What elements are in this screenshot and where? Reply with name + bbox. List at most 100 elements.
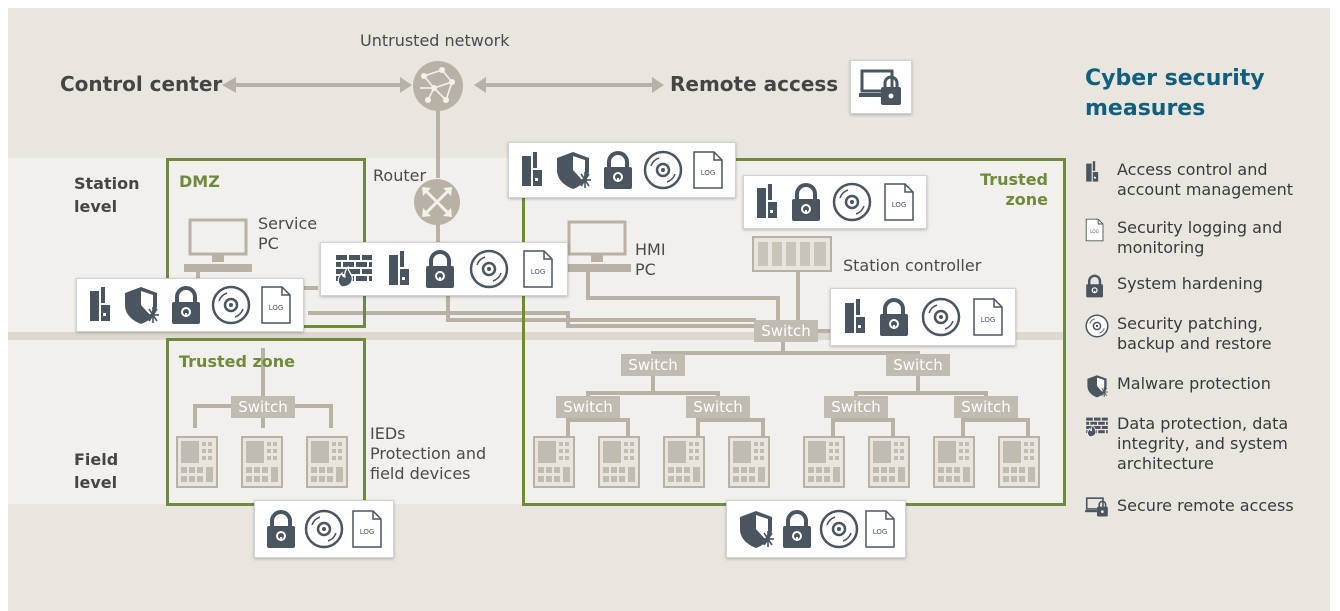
station-level-label: Station level bbox=[74, 174, 140, 216]
service-pc-label: Service PC bbox=[258, 214, 318, 253]
remote-access-icon bbox=[1085, 496, 1117, 518]
lock-icon bbox=[1085, 274, 1117, 298]
router-icon bbox=[413, 178, 461, 226]
shield-icon bbox=[1085, 374, 1117, 398]
legend-item-patching: Security patching, backup and restore bbox=[1085, 314, 1317, 354]
untrusted-network-label: Untrusted network bbox=[360, 31, 510, 50]
svg-text:LOG: LOG bbox=[1090, 229, 1099, 234]
switch-right-b2: Switch bbox=[954, 396, 1018, 418]
svg-text:LOG: LOG bbox=[891, 201, 906, 209]
ied-device-icon bbox=[176, 436, 218, 488]
ied-device-icon bbox=[728, 436, 770, 488]
lock-icon bbox=[424, 249, 456, 289]
ied-device-icon bbox=[868, 436, 910, 488]
untrusted-network-globe-icon bbox=[412, 60, 464, 112]
switch-right-a: Switch bbox=[621, 354, 685, 376]
log-icon: LOG bbox=[522, 249, 554, 289]
disc-icon bbox=[832, 182, 872, 222]
shield-icon bbox=[553, 150, 593, 190]
firewall-icon bbox=[334, 249, 374, 289]
service-pc-icon bbox=[182, 218, 254, 280]
legend-item-data-protection: Data protection, data integrity, and sys… bbox=[1085, 414, 1317, 474]
lock-icon bbox=[265, 509, 297, 549]
disc-icon bbox=[643, 150, 683, 190]
switch-right-a1: Switch bbox=[556, 396, 620, 418]
legend-text: System hardening bbox=[1117, 274, 1263, 293]
ied-device-icon bbox=[663, 436, 705, 488]
log-icon: LOG bbox=[692, 150, 724, 190]
shield-icon bbox=[121, 285, 161, 325]
log-icon: LOG bbox=[1085, 218, 1117, 242]
lock-icon bbox=[878, 297, 910, 337]
legend-title-line2: measures bbox=[1085, 96, 1206, 121]
switch-station: Switch bbox=[754, 320, 818, 342]
security-card-station-controller: LOG bbox=[743, 175, 927, 229]
lock-icon bbox=[790, 182, 822, 222]
access-control-icon bbox=[1085, 160, 1117, 184]
legend-text: Data protection, data integrity, and sys… bbox=[1117, 414, 1289, 473]
disc-icon bbox=[211, 285, 251, 325]
disc-icon bbox=[304, 509, 344, 549]
network-diagram: Untrusted network Control center Remote … bbox=[8, 8, 1330, 611]
lock-icon bbox=[170, 285, 202, 325]
ied-device-icon bbox=[998, 436, 1040, 488]
access-control-icon bbox=[387, 249, 411, 289]
dmz-label: DMZ bbox=[179, 172, 220, 191]
switch-right-a2: Switch bbox=[686, 396, 750, 418]
legend-title-line1: Cyber security bbox=[1085, 66, 1265, 91]
router-label: Router bbox=[373, 166, 427, 185]
ied-device-icon bbox=[306, 436, 348, 488]
security-card-switch: LOG bbox=[830, 288, 1016, 346]
hmi-pc-label: HMI PC bbox=[635, 240, 666, 279]
legend-title: Cyber security measures bbox=[1085, 64, 1265, 124]
ied-device-icon bbox=[533, 436, 575, 488]
svg-text:LOG: LOG bbox=[269, 304, 284, 312]
trusted-zone-left-label: Trusted zone bbox=[179, 352, 296, 371]
remote-access-card bbox=[850, 60, 912, 114]
legend-text: Malware protection bbox=[1117, 374, 1271, 393]
svg-text:LOG: LOG bbox=[873, 528, 888, 536]
legend-text: Security logging and monitoring bbox=[1117, 218, 1283, 257]
svg-text:LOG: LOG bbox=[531, 268, 546, 276]
log-icon: LOG bbox=[864, 509, 896, 549]
shield-icon bbox=[736, 509, 776, 549]
security-card-service-pc: LOG bbox=[76, 278, 304, 332]
disc-icon bbox=[469, 249, 509, 289]
disc-icon bbox=[819, 509, 859, 549]
ied-device-icon bbox=[241, 436, 283, 488]
remote-access-label: Remote access bbox=[670, 72, 839, 96]
firewall-icon bbox=[1085, 414, 1117, 438]
security-card-ieds-left: LOG bbox=[254, 500, 394, 558]
remote-access-icon bbox=[859, 67, 903, 107]
switch-right-b1: Switch bbox=[824, 396, 888, 418]
access-control-icon bbox=[88, 285, 112, 325]
svg-text:LOG: LOG bbox=[980, 316, 995, 324]
security-card-ieds-right: LOG bbox=[726, 500, 906, 558]
legend-text: Security patching, backup and restore bbox=[1117, 314, 1272, 353]
legend-text: Secure remote access bbox=[1117, 496, 1294, 515]
hmi-pc-icon bbox=[561, 220, 633, 278]
legend-item-hardening: System hardening bbox=[1085, 274, 1317, 298]
ied-device-icon bbox=[598, 436, 640, 488]
legend-item-remote-access: Secure remote access bbox=[1085, 496, 1317, 518]
disc-icon bbox=[1085, 314, 1117, 338]
ied-device-icon bbox=[803, 436, 845, 488]
security-card-hmi: LOG bbox=[508, 142, 736, 198]
switch-left-trusted: Switch bbox=[231, 396, 295, 418]
level-divider bbox=[8, 332, 1066, 340]
legend-item-access-control: Access control and account management bbox=[1085, 160, 1317, 200]
trusted-zone-right-label: Trusted zone bbox=[980, 170, 1048, 209]
switch-right-b: Switch bbox=[886, 354, 950, 376]
ieds-description: Protection and field devices bbox=[370, 444, 487, 483]
lock-icon bbox=[781, 509, 813, 549]
access-control-icon bbox=[843, 297, 867, 337]
access-control-icon bbox=[755, 182, 779, 222]
station-controller-label: Station controller bbox=[843, 256, 982, 275]
log-icon: LOG bbox=[351, 509, 383, 549]
security-card-router: LOG bbox=[320, 242, 568, 296]
log-icon: LOG bbox=[260, 285, 292, 325]
legend-item-logging: LOG Security logging and monitoring bbox=[1085, 218, 1317, 258]
control-center-label: Control center bbox=[60, 72, 223, 96]
legend-text: Access control and account management bbox=[1117, 160, 1294, 199]
log-icon: LOG bbox=[883, 182, 915, 222]
